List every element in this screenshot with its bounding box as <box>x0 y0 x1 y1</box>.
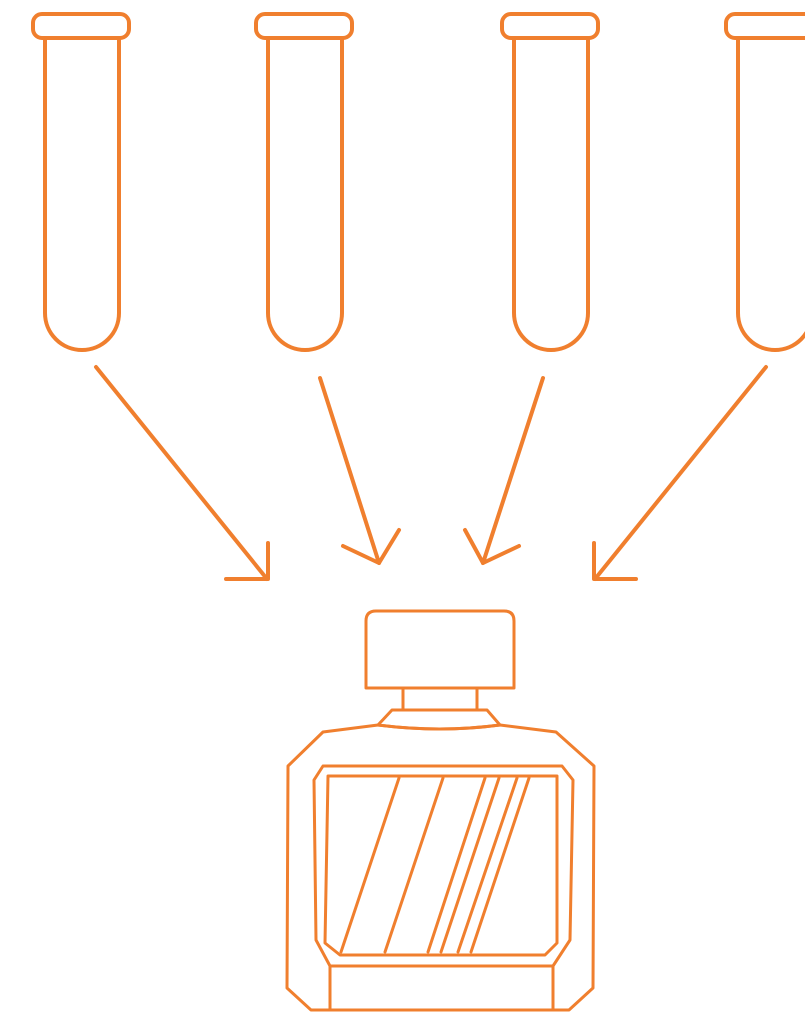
bottle-base-line <box>328 964 555 1012</box>
bottle-neck <box>393 686 487 712</box>
arrow-down-icon <box>463 376 545 565</box>
arrow-down-right-icon <box>94 365 270 581</box>
test-tube-icon <box>500 12 600 352</box>
test-tube-icon <box>254 12 354 352</box>
bottle-cap <box>364 609 516 690</box>
test-tube-icon <box>724 12 805 352</box>
arrow-down-icon <box>318 376 401 565</box>
bottle-window <box>323 774 559 957</box>
test-tube-icon <box>31 12 131 352</box>
bottle-inner-outline <box>312 764 575 968</box>
perfume-bottle-icon <box>285 609 596 1012</box>
bottle-body <box>285 723 596 1012</box>
arrow-down-left-icon <box>592 365 768 581</box>
bottle-reflection <box>339 776 531 954</box>
